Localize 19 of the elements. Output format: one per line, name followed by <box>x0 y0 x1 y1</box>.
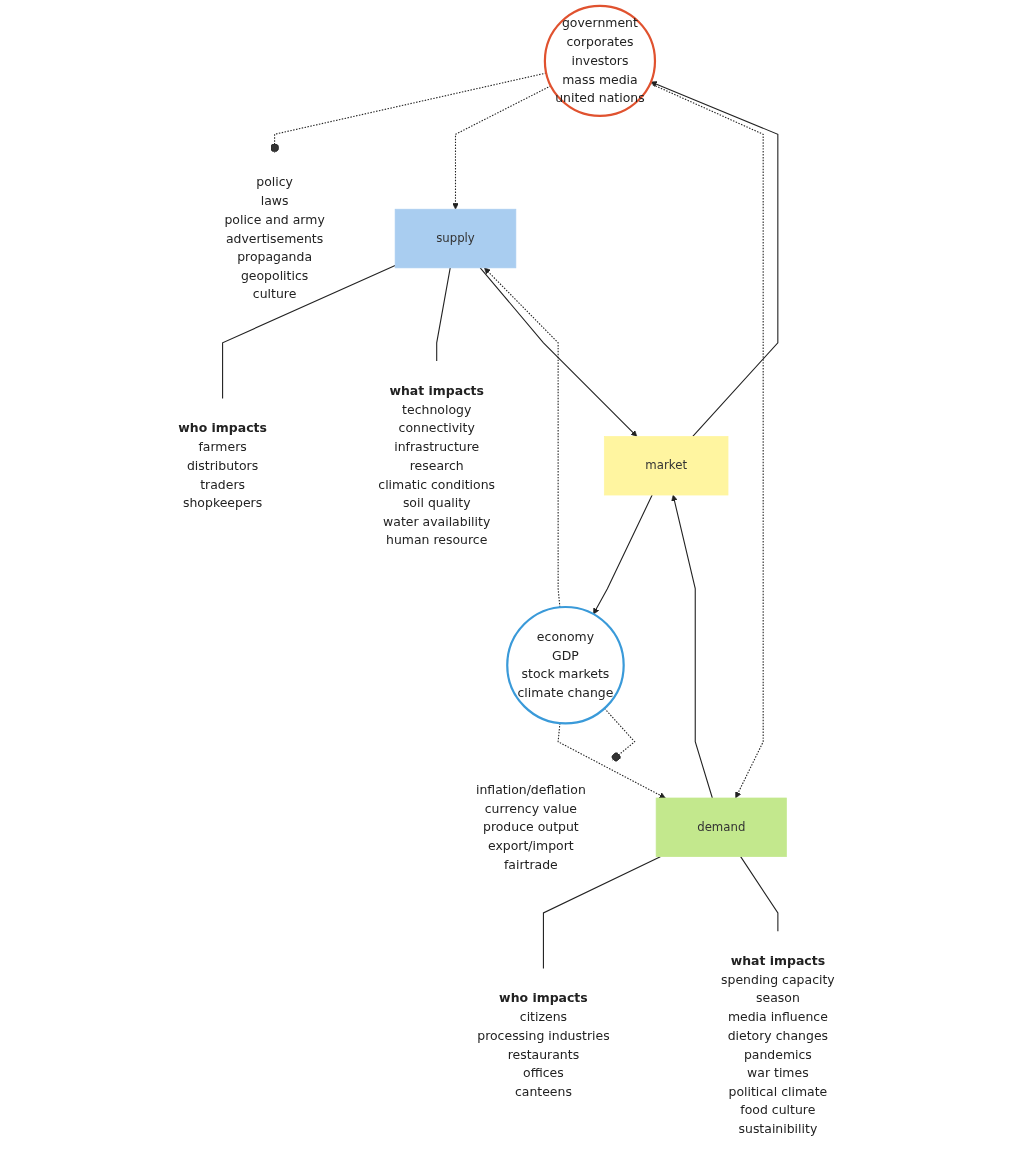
connector <box>436 267 451 362</box>
connector <box>222 265 396 400</box>
arrow <box>650 81 779 437</box>
arrow <box>479 267 638 437</box>
node-circle: economy GDP stock markets climate change <box>506 605 625 725</box>
node-text: inflation/deflation currency value produce output export/import fairtrade <box>475 782 586 872</box>
node-box: demand <box>655 797 787 857</box>
arrow <box>649 82 764 799</box>
node-text: what impacts technology connectivity infrastructure research climatic conditions soil quality water availability human resource <box>378 383 496 548</box>
arrow <box>671 494 713 799</box>
connector <box>542 856 661 970</box>
node-text: what impacts spending capacity season media influence dietory changes pandemics war times political climate food culture sustainibility <box>721 953 835 1137</box>
node-box: supply <box>394 208 517 269</box>
arrow <box>593 494 653 615</box>
connector <box>740 856 779 932</box>
node-text: who impacts farmers distributors traders shopkeepers <box>178 420 267 510</box>
node-box: market <box>603 436 729 496</box>
node-text: policy laws police and army advertisements propaganda geopolitics culture <box>224 174 325 302</box>
node-text: who impacts citizens processing industries restaurants offices canteens <box>477 990 610 1099</box>
